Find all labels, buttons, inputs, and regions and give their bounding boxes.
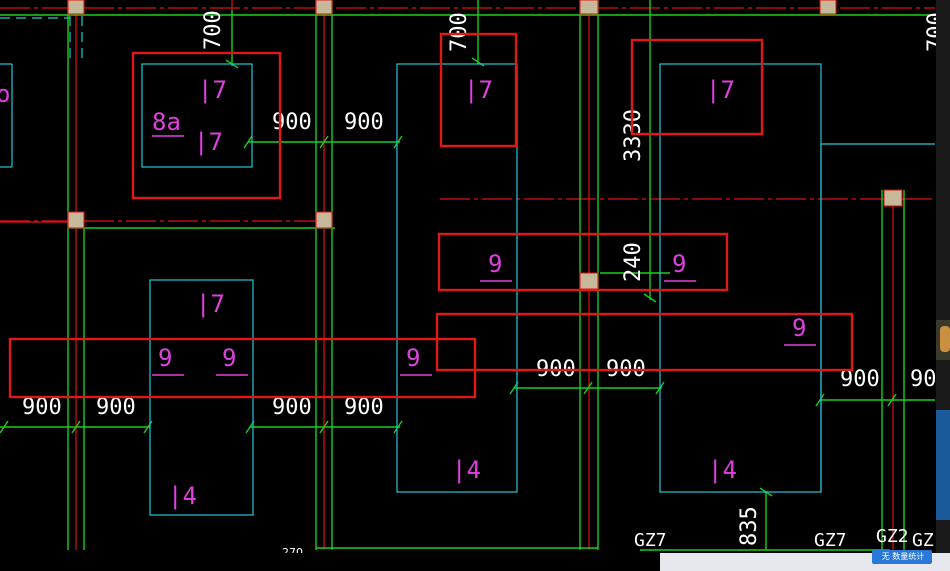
annotation-14-a: |4 <box>168 482 197 510</box>
rebar-annotations: |7 8a |7 |7 |7 |7 9 9 9 9 9 9 |4 |4 |4 o <box>0 76 806 510</box>
bottom-strip <box>0 550 950 571</box>
label-gz7-a: GZ7 <box>634 530 667 551</box>
right-panel-edge <box>936 0 950 571</box>
annotation-9-d: 9 <box>488 250 502 278</box>
annotation-17-a: |7 <box>198 76 227 104</box>
dim-900-b: 900 <box>344 110 384 135</box>
stats-badge[interactable]: 无 数量统计 <box>881 552 925 561</box>
dim-240: 240 <box>621 242 646 282</box>
annotation-17-e: |7 <box>196 290 225 318</box>
markup-box-6 <box>8 337 477 399</box>
dim-700-mid: 700 <box>447 12 472 52</box>
markup-box-3 <box>630 38 764 136</box>
annotation-14-b: |4 <box>452 456 481 484</box>
dim-900-c: 900 <box>22 395 62 420</box>
dim-900-e: 900 <box>272 395 312 420</box>
dim-900-d: 900 <box>96 395 136 420</box>
annotation-9-a: 9 <box>158 344 172 372</box>
dim-900-a: 900 <box>272 110 312 135</box>
annotation-o: o <box>0 80 10 108</box>
annotation-9-c: 9 <box>406 344 420 372</box>
column-labels: GZ7 GZ7 GZ2 GZ <box>634 526 934 551</box>
annotation-17-b: |7 <box>194 128 223 156</box>
label-gz7-b: GZ7 <box>814 530 847 551</box>
label-gz22: GZ2 <box>876 526 909 547</box>
markup-box-4 <box>437 232 729 292</box>
annotation-8a: 8a <box>152 108 181 136</box>
footing-outlines <box>0 63 935 516</box>
annotation-14-c: |4 <box>708 456 737 484</box>
dim-700-left: 700 <box>201 10 226 50</box>
annotation-17-d: |7 <box>706 76 735 104</box>
markup-box-1 <box>131 51 282 200</box>
markup-boxes <box>8 32 854 399</box>
dim-900-f: 900 <box>344 395 384 420</box>
markup-box-2 <box>439 32 518 148</box>
annotation-9-f: 9 <box>792 314 806 342</box>
annotation-9-b: 9 <box>222 344 236 372</box>
annotation-17-c: |7 <box>464 76 493 104</box>
axis-lines <box>0 0 935 550</box>
structural-columns <box>67 0 903 290</box>
annotation-9-e: 9 <box>672 250 686 278</box>
dim-3330: 3330 <box>621 109 646 162</box>
dim-835: 835 <box>737 506 762 546</box>
annotation-underlines <box>152 135 816 376</box>
label-gz-edge: GZ <box>912 530 934 551</box>
markup-box-5 <box>435 312 854 372</box>
